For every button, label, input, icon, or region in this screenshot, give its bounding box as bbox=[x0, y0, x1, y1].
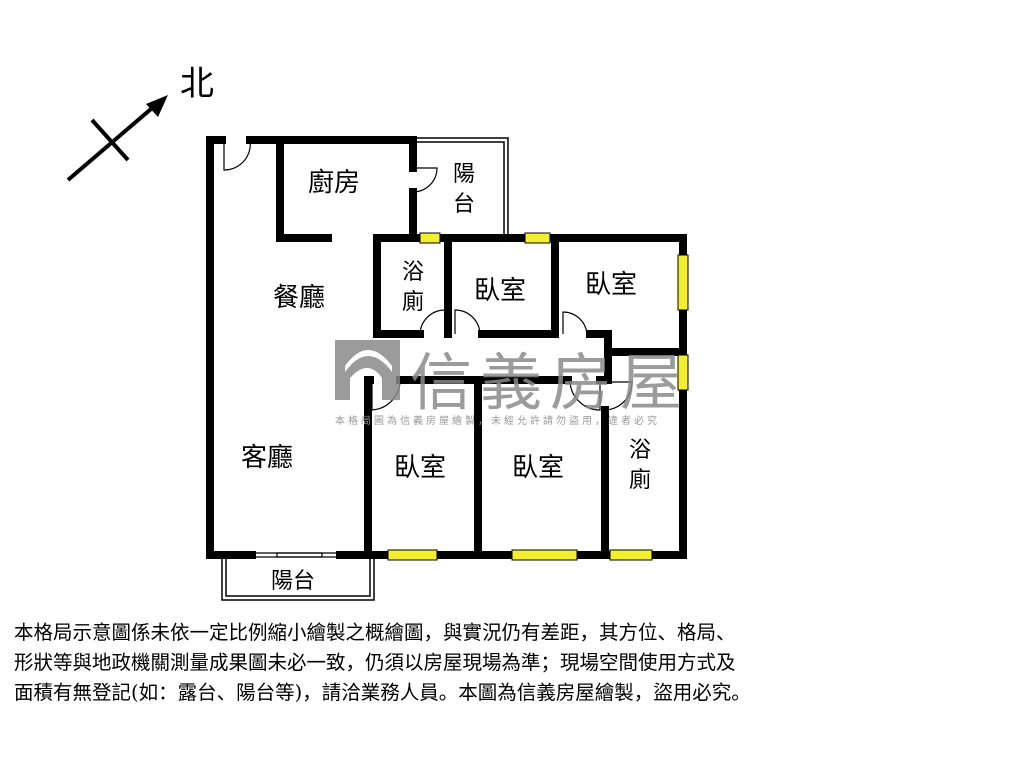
room-label-char: 浴 bbox=[401, 260, 424, 285]
disclaimer-line: 面積有無登記(如：露台、陽台等)，請洽業務人員。本圖為信義房屋繪製，盜用必究。 bbox=[14, 681, 751, 704]
window bbox=[524, 232, 551, 244]
disclaimer: 本格局示意圖係未依一定比例縮小繪製之概繪圖，與實況仍有差距，其方位、格局、 形狀… bbox=[14, 618, 1014, 708]
room-kitchen: 廚房 bbox=[308, 168, 361, 198]
room-label-char: 浴 bbox=[628, 438, 651, 463]
door bbox=[419, 309, 446, 335]
room-balcony-top: 陽 台 bbox=[452, 160, 476, 219]
room-bedroom-3: 臥室 bbox=[394, 453, 447, 483]
disclaimer-line: 本格局示意圖係未依一定比例縮小繪製之概繪圖，與實況仍有差距，其方位、格局、 bbox=[14, 621, 736, 644]
door bbox=[412, 167, 438, 193]
sliding-door bbox=[252, 552, 340, 558]
room-bath-bottom: 浴 廁 bbox=[628, 436, 652, 495]
disclaimer-line: 形狀等與地政機關測量成果圖未必一致，仍須以房屋現場為準；現場空間使用方式及 bbox=[14, 651, 736, 674]
door bbox=[569, 379, 601, 411]
room-bath-top: 浴 廁 bbox=[401, 258, 425, 317]
window bbox=[511, 549, 578, 561]
room-bedroom-1: 臥室 bbox=[474, 276, 527, 306]
room-living: 客廳 bbox=[241, 443, 294, 473]
room-balcony-bottom: 陽台 bbox=[271, 569, 316, 594]
door bbox=[454, 309, 481, 335]
room-label-char: 陽 bbox=[452, 162, 475, 187]
watermark-notice: 本格局圖為信義房屋繪製，未經允許請勿盜用，違者必究 bbox=[335, 416, 660, 427]
north-arrow-icon bbox=[66, 95, 168, 182]
window bbox=[387, 549, 438, 561]
balcony-outline bbox=[221, 137, 509, 601]
window bbox=[609, 549, 653, 561]
door bbox=[223, 139, 251, 171]
window bbox=[677, 354, 689, 391]
windows bbox=[387, 232, 689, 561]
doors bbox=[223, 139, 633, 411]
north-label: 北 bbox=[180, 64, 214, 104]
room-label-char: 廁 bbox=[401, 289, 424, 315]
watermark-logo bbox=[335, 340, 400, 400]
watermark-brand: 信義房屋 bbox=[410, 346, 691, 419]
window bbox=[677, 254, 689, 311]
room-dining: 餐廳 bbox=[273, 283, 326, 313]
window bbox=[419, 232, 441, 244]
room-bedroom-2: 臥室 bbox=[585, 270, 638, 300]
room-bedroom-4: 臥室 bbox=[512, 453, 565, 483]
door bbox=[562, 311, 588, 335]
room-label-char: 廁 bbox=[628, 467, 651, 493]
room-label-char: 台 bbox=[452, 191, 475, 217]
door bbox=[604, 381, 633, 411]
